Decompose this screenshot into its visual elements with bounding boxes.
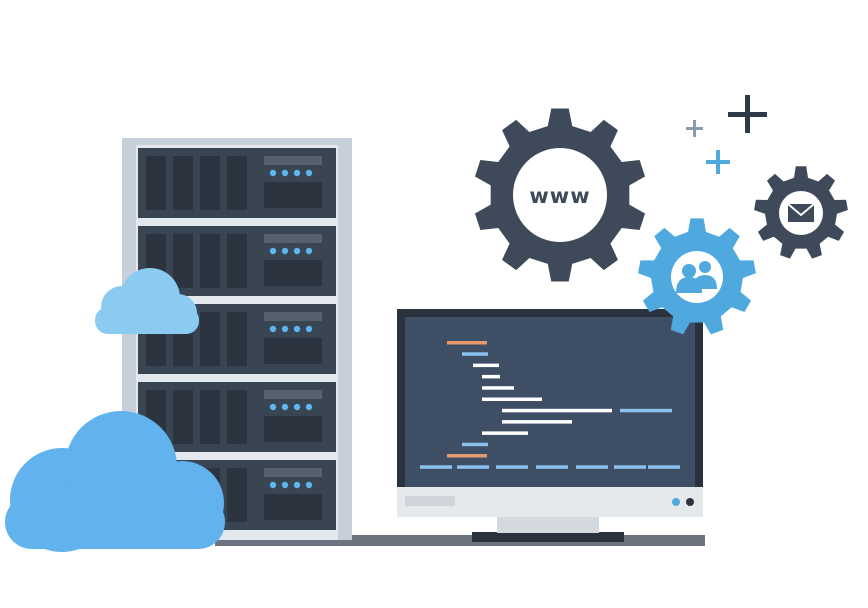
- ground-line: [215, 535, 705, 546]
- server-slot: [200, 234, 220, 288]
- users-icon: [676, 261, 717, 293]
- server-led: [293, 325, 301, 333]
- code-line: [502, 408, 612, 413]
- server-led: [269, 403, 277, 411]
- code-line: [457, 465, 489, 469]
- server-drive: [264, 494, 322, 520]
- code-line: [473, 363, 499, 368]
- monitor-led: [672, 498, 680, 506]
- server-led: [305, 247, 313, 255]
- server-led: [305, 325, 313, 333]
- server-panel: [264, 312, 322, 321]
- gear-icon: www: [474, 108, 646, 282]
- server-led: [269, 325, 277, 333]
- server-led: [269, 481, 277, 489]
- server-slot: [173, 390, 193, 444]
- server-drive: [264, 260, 322, 286]
- server-led: [293, 403, 301, 411]
- plus-icon: [686, 120, 703, 137]
- code-line: [462, 442, 488, 447]
- server-slot: [200, 156, 220, 210]
- server-units: [138, 148, 336, 530]
- code-line: [447, 454, 487, 458]
- server-panel: [264, 390, 322, 399]
- server-slot: [227, 390, 247, 444]
- server-led: [281, 403, 289, 411]
- monitor-icon: [397, 309, 703, 542]
- server-slot: [227, 312, 247, 366]
- code-line: [502, 420, 572, 424]
- gear-icon: [638, 218, 756, 335]
- code-line: [614, 465, 646, 469]
- server-led: [281, 247, 289, 255]
- code-line: [496, 465, 528, 469]
- code-line: [482, 397, 542, 401]
- server-led: [293, 481, 301, 489]
- monitor-screen: [405, 317, 695, 487]
- cloud-icon: [95, 268, 199, 334]
- server-slot: [227, 156, 247, 210]
- server-slot: [200, 390, 220, 444]
- server-unit: [138, 148, 336, 218]
- code-line: [462, 352, 488, 356]
- server-panel: [264, 234, 322, 243]
- code-line: [648, 465, 680, 469]
- server-led: [269, 247, 277, 255]
- server-slot: [173, 234, 193, 288]
- code-line: [620, 408, 672, 413]
- code-line: [420, 465, 452, 469]
- server-led: [305, 169, 313, 177]
- server-led: [305, 403, 313, 411]
- code-line: [536, 465, 568, 469]
- server-slot: [173, 156, 193, 210]
- server-led: [281, 481, 289, 489]
- code-line: [482, 386, 514, 390]
- server-led: [293, 169, 301, 177]
- server-drive: [264, 182, 322, 208]
- gear-icon: [754, 166, 848, 259]
- monitor-slot: [405, 496, 455, 506]
- cloud-icon: [5, 411, 225, 552]
- monitor-stand-base: [472, 532, 624, 542]
- code-line: [482, 374, 500, 379]
- gear-www-label: www: [529, 184, 590, 208]
- server-led: [281, 325, 289, 333]
- plus-icon: [728, 95, 767, 133]
- server-drive: [264, 416, 322, 442]
- server-led: [281, 169, 289, 177]
- server-unit: [138, 382, 336, 452]
- monitor-stand-neck: [497, 515, 599, 533]
- code-line: [482, 431, 528, 435]
- plus-icon: [706, 150, 730, 174]
- envelope-icon: [787, 203, 815, 222]
- server-panel: [264, 156, 322, 165]
- server-slot: [227, 468, 247, 522]
- server-panel: [264, 468, 322, 477]
- code-lines: [420, 341, 680, 469]
- server-led: [305, 481, 313, 489]
- server-led: [269, 169, 277, 177]
- server-slot: [146, 156, 166, 210]
- server-drive: [264, 338, 322, 364]
- server-slot: [227, 234, 247, 288]
- server-led: [293, 247, 301, 255]
- server-slot: [200, 312, 220, 366]
- monitor-power-button: [686, 498, 694, 506]
- code-line: [576, 465, 608, 469]
- code-line: [447, 341, 487, 345]
